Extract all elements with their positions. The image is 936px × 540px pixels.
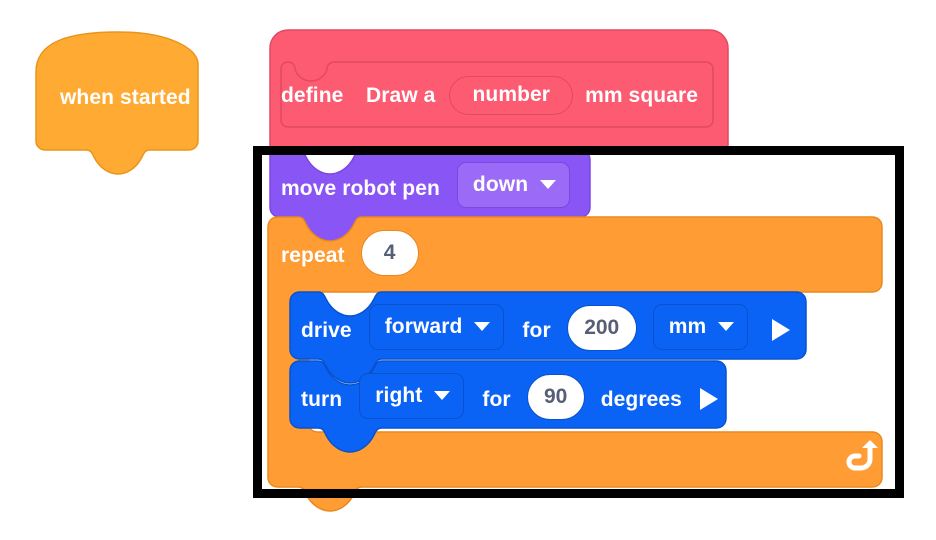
- turn-row: turn right for 90 degrees: [301, 373, 718, 420]
- define-row: define: [281, 78, 343, 112]
- drive-units-value: mm: [668, 315, 707, 338]
- turn-amount-input[interactable]: 90: [526, 373, 585, 420]
- define-prototype-prefix: Draw a: [366, 83, 436, 107]
- turn-direction-dropdown[interactable]: right: [359, 373, 465, 419]
- turn-connector: for: [482, 387, 511, 411]
- drive-direction-value: forward: [384, 315, 463, 338]
- drive-label: drive: [301, 318, 352, 342]
- define-parameter-number[interactable]: number: [449, 75, 574, 115]
- chevron-down-icon: [540, 180, 557, 189]
- define-keyword: define: [281, 83, 344, 107]
- repeat-times-value: 4: [383, 240, 396, 264]
- when-started-label: when started: [60, 85, 191, 109]
- define-prototype-suffix: mm square: [585, 83, 699, 107]
- drive-connector: for: [522, 318, 551, 342]
- turn-run-icon[interactable]: [699, 388, 718, 410]
- when-started-row: when started: [60, 80, 191, 114]
- move-robot-pen-row: move robot pen down: [281, 162, 571, 208]
- repeat-row: repeat 4: [281, 229, 419, 276]
- drive-units-dropdown[interactable]: mm: [652, 304, 749, 350]
- loop-arrow-icon: [846, 440, 878, 471]
- chevron-down-icon: [434, 391, 451, 400]
- drive-row: drive forward for 200 mm: [301, 304, 791, 351]
- pen-state-value: down: [472, 173, 529, 196]
- repeat-times-input[interactable]: 4: [360, 229, 419, 276]
- drive-distance-input[interactable]: 200: [566, 304, 637, 351]
- pen-state-dropdown[interactable]: down: [456, 162, 571, 208]
- define-prototype-row: Draw a number mm square: [366, 75, 699, 115]
- chevron-down-icon: [474, 322, 491, 331]
- chevron-down-icon: [718, 322, 735, 331]
- turn-units-label: degrees: [600, 387, 682, 411]
- move-robot-pen-label: move robot pen: [281, 176, 440, 200]
- define-parameter-label: number: [472, 82, 551, 106]
- repeat-label: repeat: [281, 243, 345, 267]
- turn-label: turn: [301, 387, 343, 411]
- turn-direction-value: right: [375, 384, 423, 407]
- drive-direction-dropdown[interactable]: forward: [368, 304, 505, 350]
- drive-distance-value: 200: [584, 315, 620, 339]
- turn-amount-value: 90: [544, 384, 568, 408]
- drive-run-icon[interactable]: [772, 319, 791, 341]
